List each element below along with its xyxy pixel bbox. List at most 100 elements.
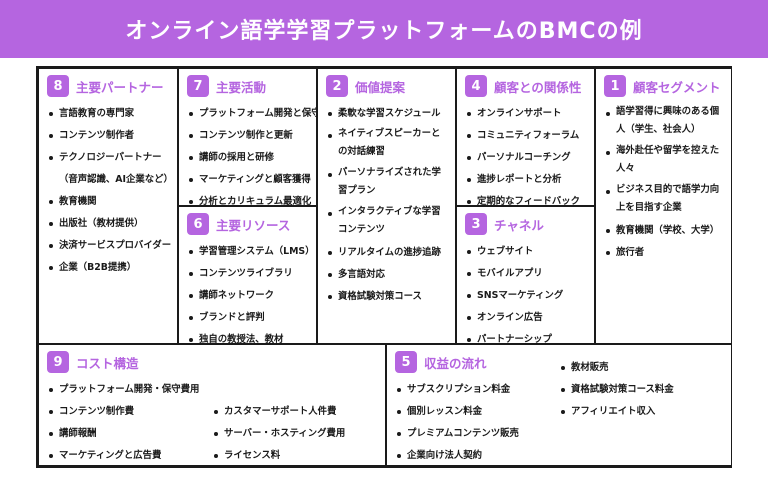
section-header: 3 チャネル (465, 213, 586, 235)
list-item: コンテンツ制作者 (47, 125, 169, 147)
list-item: 企業（B2B提携） (47, 257, 169, 279)
item-list: ウェブサイト モバイルアプリ SNSマーケティング オンライン広告 パートナーシ… (465, 241, 586, 343)
list-item: ブランドと評判 (187, 307, 308, 329)
list-item: マーケティングと顧客獲得 (187, 169, 311, 191)
section-number-badge: 5 (395, 351, 417, 373)
section-title: コスト構造 (76, 355, 139, 371)
list-item: ライセンス料 (212, 445, 377, 465)
list-item: 講師の採用と研修 (187, 147, 308, 169)
list-item: 定期的なフィードバック (465, 191, 586, 205)
list-item: コンテンツ制作と更新 (187, 125, 308, 147)
list-item: テクノロジーパートナー (47, 147, 169, 169)
list-item: 教育機関 (47, 191, 169, 213)
list-item: 講師ネットワーク (187, 285, 308, 307)
list-item: 旅行者 (604, 242, 723, 264)
section-header: 9 コスト構造 (47, 351, 377, 373)
list-item: 出版社（教材提供） (47, 213, 169, 235)
item-list: オンラインサポート コミュニティフォーラム パーソナルコーチング 進捗レポートと… (465, 103, 586, 205)
section-cost-structure: 9 コスト構造 プラットフォーム開発・保守費用 コンテンツ制作費 講師報酬 マー… (38, 344, 386, 466)
list-item: 多言語対応 (326, 264, 447, 286)
list-item: 企業向け法人契約 (395, 445, 559, 465)
section-number-badge: 4 (465, 75, 487, 97)
list-item: 言語教育の専門家 (47, 103, 169, 125)
list-item: 海外赴任や留学を控えた人々 (604, 142, 723, 178)
section-number-badge: 9 (47, 351, 69, 373)
item-list: プラットフォーム開発と保守 コンテンツ制作と更新 講師の採用と研修 マーケティン… (187, 103, 316, 205)
list-item: 独自の教授法、教材 (187, 329, 308, 343)
section-number-badge: 8 (47, 75, 69, 97)
list-item: 教材販売 (559, 357, 723, 379)
list-item: リアルタイムの進捗追跡 (326, 242, 447, 264)
bmc-canvas: 8 主要パートナー 言語教育の専門家 コンテンツ制作者 テクノロジーパートナー … (36, 66, 732, 468)
section-header: 5 収益の流れ (395, 351, 723, 373)
item-list: 学習管理システム（LMS） コンテンツライブラリ 講師ネットワーク ブランドと評… (187, 241, 315, 343)
section-header: 1 顧客セグメント (604, 75, 723, 97)
section-title: 主要パートナー (76, 79, 164, 95)
section-title: 収益の流れ (424, 355, 487, 371)
item-list-right: カスタマーサポート人件費 サーバー・ホスティング費用 ライセンス料 (212, 379, 377, 465)
list-item: ウェブサイト (465, 241, 586, 263)
list-item: 教育機関（学校、大学） (604, 220, 723, 242)
section-title: 顧客セグメント (633, 79, 721, 95)
list-item: マーケティングと広告費 (47, 445, 212, 465)
section-customer-segments: 1 顧客セグメント 語学習得に興味のある個人（学生、社会人） 海外赴任や留学を控… (595, 68, 732, 344)
item-columns: サブスクリプション料金 個別レッスン料金 プレミアムコンテンツ販売 企業向け法人… (395, 362, 723, 465)
list-item: 柔軟な学習スケジュール (326, 103, 447, 125)
list-item: コミュニティフォーラム (465, 125, 586, 147)
section-title: 価値提案 (355, 79, 406, 95)
section-title: チャネル (494, 217, 544, 233)
section-number-badge: 1 (604, 75, 626, 97)
list-item: 学習管理システム（LMS） (187, 241, 315, 263)
item-list: 言語教育の専門家 コンテンツ制作者 テクノロジーパートナー （音声認識、AI企業… (47, 103, 173, 279)
list-item: 決済サービスプロバイダー (47, 235, 171, 257)
list-item: インタラクティブな学習コンテンツ (326, 203, 447, 239)
section-number-badge: 6 (187, 213, 209, 235)
item-list: 柔軟な学習スケジュール ネイティブスピーカーとの対話練習 パーソナライズされた学… (326, 103, 447, 308)
section-revenue-streams: 5 収益の流れ サブスクリプション料金 個別レッスン料金 プレミアムコンテンツ販… (386, 344, 732, 466)
page-title: オンライン語学学習プラットフォームのBMCの例 (0, 0, 768, 58)
section-header: 7 主要活動 (187, 75, 308, 97)
list-item: 進捗レポートと分析 (465, 169, 586, 191)
list-item: ネイティブスピーカーとの対話練習 (326, 125, 447, 161)
section-header: 6 主要リソース (187, 213, 308, 235)
section-header: 2 価値提案 (326, 75, 447, 97)
list-item: モバイルアプリ (465, 263, 586, 285)
list-item: 個別レッスン料金 (395, 401, 559, 423)
list-item: カスタマーサポート人件費 (212, 401, 377, 423)
section-number-badge: 2 (326, 75, 348, 97)
list-item-continuation: （音声認識、AI企業など） (59, 174, 173, 185)
section-number-badge: 3 (465, 213, 487, 235)
list-item: 資格試験対策コース (326, 286, 447, 308)
section-key-partners: 8 主要パートナー 言語教育の専門家 コンテンツ制作者 テクノロジーパートナー … (38, 68, 178, 344)
section-customer-relationships: 4 顧客との関係性 オンラインサポート コミュニティフォーラム パーソナルコーチ… (456, 68, 595, 206)
section-title: 主要リソース (216, 217, 291, 233)
section-value-proposition: 2 価値提案 柔軟な学習スケジュール ネイティブスピーカーとの対話練習 パーソナ… (317, 68, 456, 344)
list-item: SNSマーケティング (465, 285, 586, 307)
section-key-resources: 6 主要リソース 学習管理システム（LMS） コンテンツライブラリ 講師ネットワ… (178, 206, 317, 344)
list-item: 分析とカリキュラム最適化 (187, 191, 311, 205)
list-item: パーソナライズされた学習プラン (326, 164, 447, 200)
list-item: 語学習得に興味のある個人（学生、社会人） (604, 103, 723, 139)
section-channels: 3 チャネル ウェブサイト モバイルアプリ SNSマーケティング オンライン広告… (456, 206, 595, 344)
list-item: コンテンツライブラリ (187, 263, 308, 285)
section-key-activities: 7 主要活動 プラットフォーム開発と保守 コンテンツ制作と更新 講師の採用と研修… (178, 68, 317, 206)
list-item: オンライン広告 (465, 307, 586, 329)
item-list-left: プラットフォーム開発・保守費用 コンテンツ制作費 講師報酬 マーケティングと広告… (47, 379, 212, 465)
item-columns: プラットフォーム開発・保守費用 コンテンツ制作費 講師報酬 マーケティングと広告… (47, 379, 377, 465)
section-header: 8 主要パートナー (47, 75, 169, 97)
list-item: プラットフォーム開発・保守費用 (47, 379, 212, 401)
item-list-right: 教材販売 資格試験対策コース料金 アフィリエイト収入 (559, 357, 723, 465)
list-item: パートナーシップ (465, 329, 586, 343)
list-item: コンテンツ制作費 (47, 401, 212, 423)
list-item: パーソナルコーチング (465, 147, 586, 169)
list-item: サブスクリプション料金 (395, 379, 559, 401)
item-list: 語学習得に興味のある個人（学生、社会人） 海外赴任や留学を控えた人々 ビジネス目… (604, 103, 723, 264)
list-item: プラットフォーム開発と保守 (187, 103, 316, 125)
list-item: 資格試験対策コース料金 (559, 379, 723, 401)
list-item: 講師報酬 (47, 423, 212, 445)
list-item: ビジネス目的で語学力向上を目指す企業 (604, 181, 723, 217)
list-item: プレミアムコンテンツ販売 (395, 423, 559, 445)
list-item: アフィリエイト収入 (559, 401, 723, 423)
section-number-badge: 7 (187, 75, 209, 97)
list-item: オンラインサポート (465, 103, 586, 125)
